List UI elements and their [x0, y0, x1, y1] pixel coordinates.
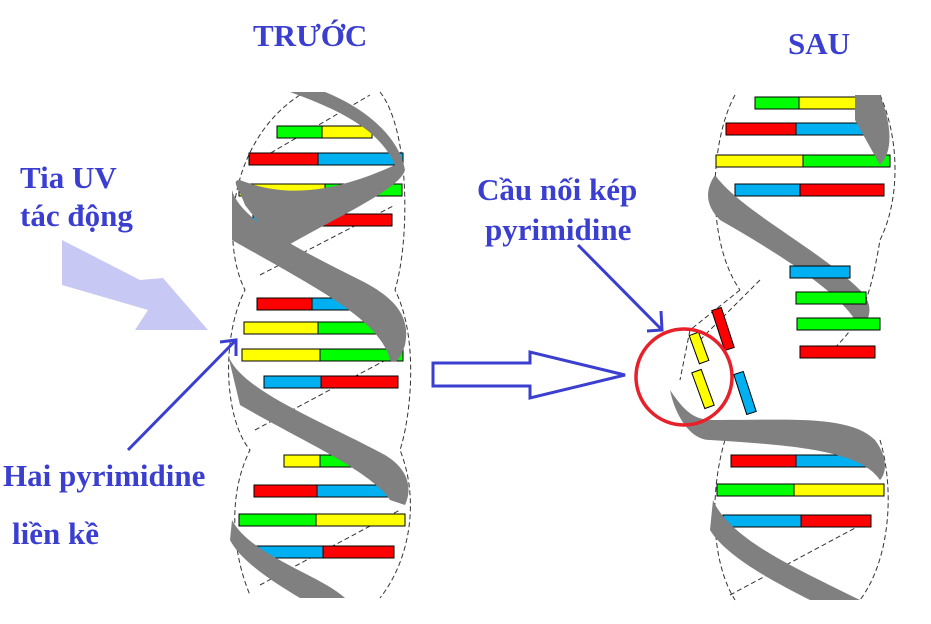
base-pair-after-bottom-0-left — [730, 454, 797, 468]
uv-ray-arrow — [62, 240, 208, 330]
dna-after-base-pairs — [715, 96, 891, 528]
base-pair-after-bottom-2-right — [800, 514, 872, 528]
dimer-highlight-circle — [634, 327, 734, 427]
label-adjacent-line2: liền kề — [12, 516, 99, 551]
base-pair-before-7-right — [320, 375, 399, 389]
base-pair-before-10-left — [238, 513, 317, 527]
pointer-arrow-dimer — [576, 243, 664, 333]
base-pair-after-top-2-left — [715, 154, 804, 168]
broken-base-left-0 — [711, 306, 735, 352]
broken-base-left-1 — [733, 370, 757, 416]
dna-before-backbone — [228, 92, 409, 598]
label-dimer-line1: Cầu nối kép — [477, 172, 638, 207]
title-after: SAU — [788, 26, 851, 61]
base-pair-before-1-left — [248, 152, 319, 166]
label-uv-line1: Tia UV — [20, 160, 117, 195]
base-pair-before-9-left — [253, 484, 318, 498]
base-pair-after-bottom-2-left — [722, 514, 802, 528]
broken-base-right-1 — [795, 291, 867, 305]
broken-base-right-2 — [796, 317, 881, 331]
dna-after-broken-bases — [688, 265, 881, 416]
dna-after — [670, 94, 896, 601]
base-pair-after-bottom-1-left — [716, 483, 795, 497]
dimer-base-upper — [688, 331, 710, 365]
pointer-arrow-adjacent — [126, 338, 238, 452]
label-uv-line2: tác động — [20, 198, 133, 233]
dna-before — [228, 91, 412, 599]
broken-base-right-3 — [799, 345, 876, 359]
base-pair-before-10-right — [315, 513, 406, 527]
label-dimer-line2: pyrimidine — [485, 212, 632, 247]
base-pair-after-top-3-right — [799, 183, 885, 197]
transition-arrow — [431, 350, 626, 400]
title-before: TRƯỚC — [253, 18, 368, 53]
base-pair-before-11-right — [322, 545, 395, 559]
dna-after-backbone — [670, 95, 890, 600]
base-pair-before-0-left — [276, 125, 323, 139]
base-pair-before-8-left — [283, 454, 321, 468]
base-pair-after-top-2-right — [802, 154, 891, 168]
base-pair-after-top-0-left — [754, 96, 800, 110]
base-pair-after-bottom-1-right — [793, 483, 885, 497]
base-pair-after-top-3-left — [734, 183, 801, 197]
base-pair-before-1-right — [317, 152, 404, 166]
label-adjacent-line1: Hai pyrimidine — [3, 458, 206, 493]
base-pair-before-7-left — [263, 375, 322, 389]
dimer-base-lower — [691, 368, 715, 410]
base-pair-after-top-0-right — [798, 96, 861, 110]
base-pair-before-6-right — [319, 348, 404, 362]
broken-base-right-0 — [789, 265, 851, 279]
base-pair-after-top-1-left — [725, 122, 797, 136]
